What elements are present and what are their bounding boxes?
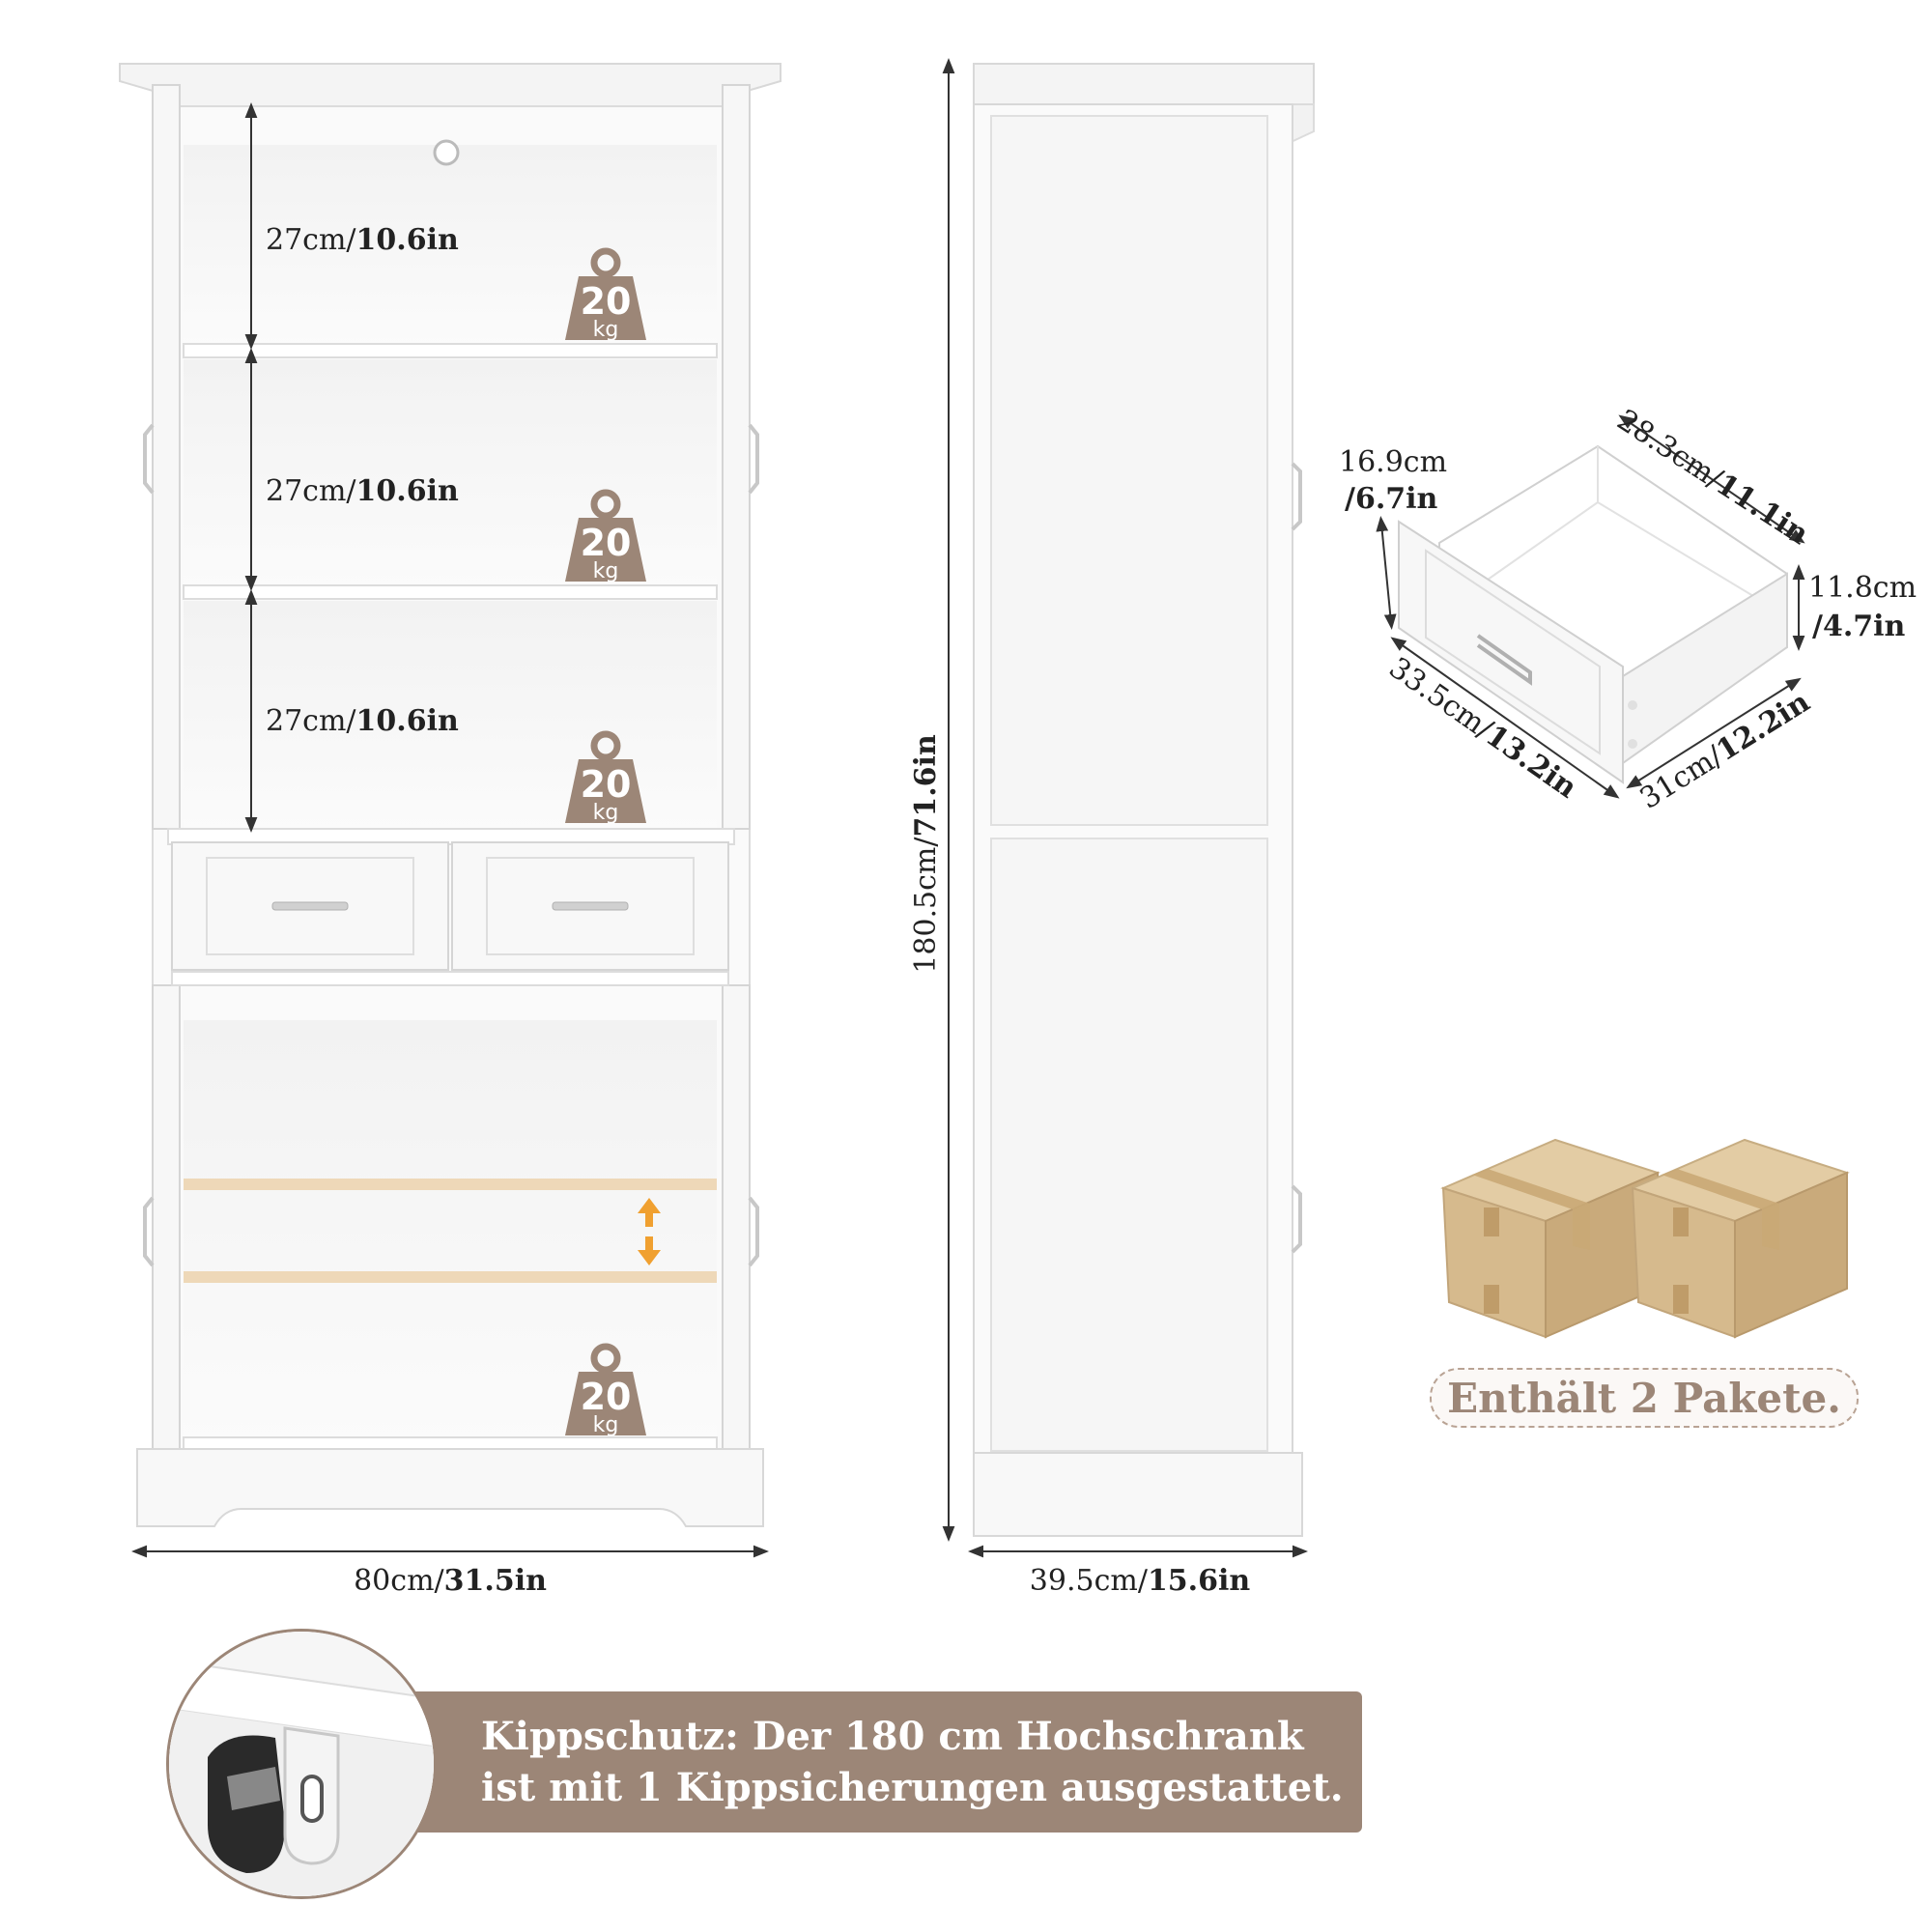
cabinet-side-view: 180.5cm/71.6in 39.5cm/15.6in	[909, 58, 1315, 1598]
cabinet-depth-label: 39.5cm/15.6in	[1030, 1564, 1251, 1598]
package-box-icon	[1440, 1138, 1661, 1339]
drawer-height-in-label: /6.7in	[1345, 482, 1438, 516]
cabinet-height-label: 180.5cm/71.6in	[909, 734, 943, 974]
anti-tip-line-2: ist mit 1 Kippsicherungen ausgestattet.	[481, 1765, 1344, 1810]
drawer-diagram: 16.9cm /6.7in 28.3cm/11.1in 11.8cm /4.7i…	[1339, 403, 1917, 815]
svg-text:20: 20	[581, 280, 632, 323]
shelf-1-height-label: 27cm/10.6in	[266, 223, 459, 257]
svg-text:kg: kg	[593, 801, 619, 825]
anti-tip-banner: Kippschutz: Der 180 cm Hochschrank ist m…	[386, 1691, 1362, 1833]
weight-capacity-icon: 20 kg	[565, 1343, 646, 1437]
drawer-height-cm-label: 16.9cm	[1339, 445, 1447, 479]
svg-text:20: 20	[581, 522, 632, 564]
adjustable-shelf-lower	[184, 1271, 717, 1283]
svg-text:kg: kg	[593, 559, 619, 583]
cabinet-width-label: 80cm/31.5in	[354, 1564, 547, 1598]
svg-text:kg: kg	[593, 318, 619, 342]
shelf-2-height-label: 27cm/10.6in	[266, 474, 459, 508]
wall-bracket-icon	[169, 1632, 434, 1896]
weight-capacity-icon: 20 kg	[565, 730, 646, 825]
weight-capacity-icon: 20 kg	[565, 247, 646, 342]
weight-capacity-icon: 20 kg	[565, 489, 646, 583]
cabinet-front-view: 27cm/10.6in 27cm/10.6in 27cm/10.6in 20 k…	[119, 63, 781, 1598]
drawer-inner-height-in-label: /4.7in	[1812, 610, 1906, 643]
anti-tip-bracket-closeup	[166, 1629, 437, 1899]
adjustable-shelf-upper	[184, 1179, 717, 1190]
svg-text:20: 20	[581, 763, 632, 806]
packages-label: Enthält 2 Pakete.	[1430, 1368, 1859, 1428]
shelf-adjust-arrows	[638, 1198, 661, 1265]
anti-tip-line-1: Kippschutz: Der 180 cm Hochschrank	[481, 1714, 1304, 1759]
shelf-3-height-label: 27cm/10.6in	[266, 704, 459, 738]
drawer-inner-height-cm-label: 11.8cm	[1808, 571, 1917, 605]
package-box-icon	[1630, 1138, 1850, 1339]
svg-text:20: 20	[581, 1376, 632, 1418]
svg-text:kg: kg	[593, 1413, 619, 1437]
